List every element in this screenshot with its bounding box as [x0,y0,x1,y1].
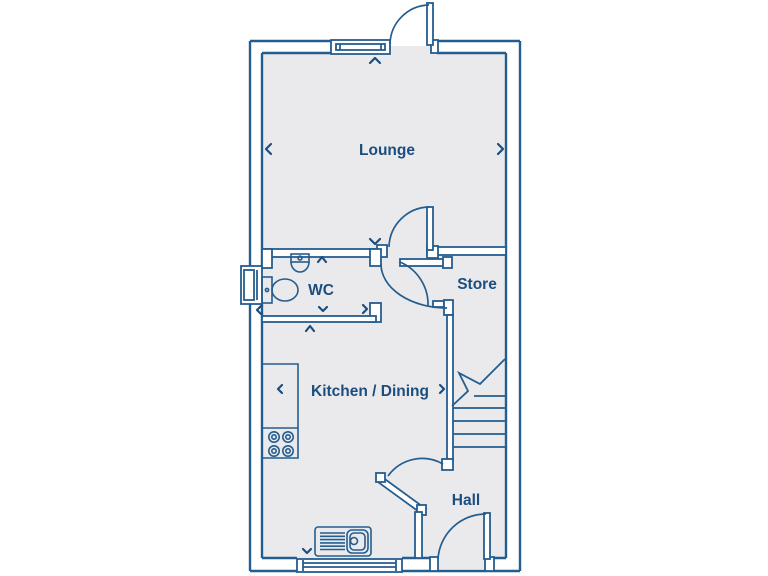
dimension-arrows-lounge [264,56,505,246]
kitchen-door [387,457,444,477]
front-door [437,512,491,560]
door-leaf [483,512,491,560]
window-top [330,39,391,55]
worktop [262,363,299,459]
door-leaf [426,2,434,46]
hob-4-burner [267,430,294,457]
room-label-lounge: Lounge [359,142,415,159]
wash-basin [290,253,310,273]
dimension-arrows-kitchen [276,324,446,555]
interior-walls [261,244,507,559]
door-jamb [429,556,439,572]
lounge-door [388,206,434,251]
room-label-wc: WC [308,282,334,299]
door-swing-arc [387,457,444,477]
stair-break-line [451,358,506,407]
room-label-store: Store [457,276,497,293]
window-bottom [296,558,403,573]
door-swing-arc [399,261,429,307]
entrance-door-top [389,2,434,46]
dimension-arrows-wc [255,255,369,316]
door-swing-arc [380,263,448,309]
door-leaf [426,206,434,251]
room-labels: Lounge WC Store Kitchen / Dining Hall [308,142,497,509]
stair-wall [446,314,454,462]
floor-area [262,46,506,569]
door-swing-arc [437,513,487,560]
staircase [451,358,506,448]
door-swing-arc [389,4,430,45]
room-label-hall: Hall [452,492,480,509]
room-label-kitchen-dining: Kitchen / Dining [311,383,429,400]
door-swing-arc [388,206,430,248]
store-door [380,256,453,309]
sink-with-drainer [314,526,372,557]
toilet [261,276,299,304]
window-left [240,265,263,305]
door-jamb [430,39,439,54]
